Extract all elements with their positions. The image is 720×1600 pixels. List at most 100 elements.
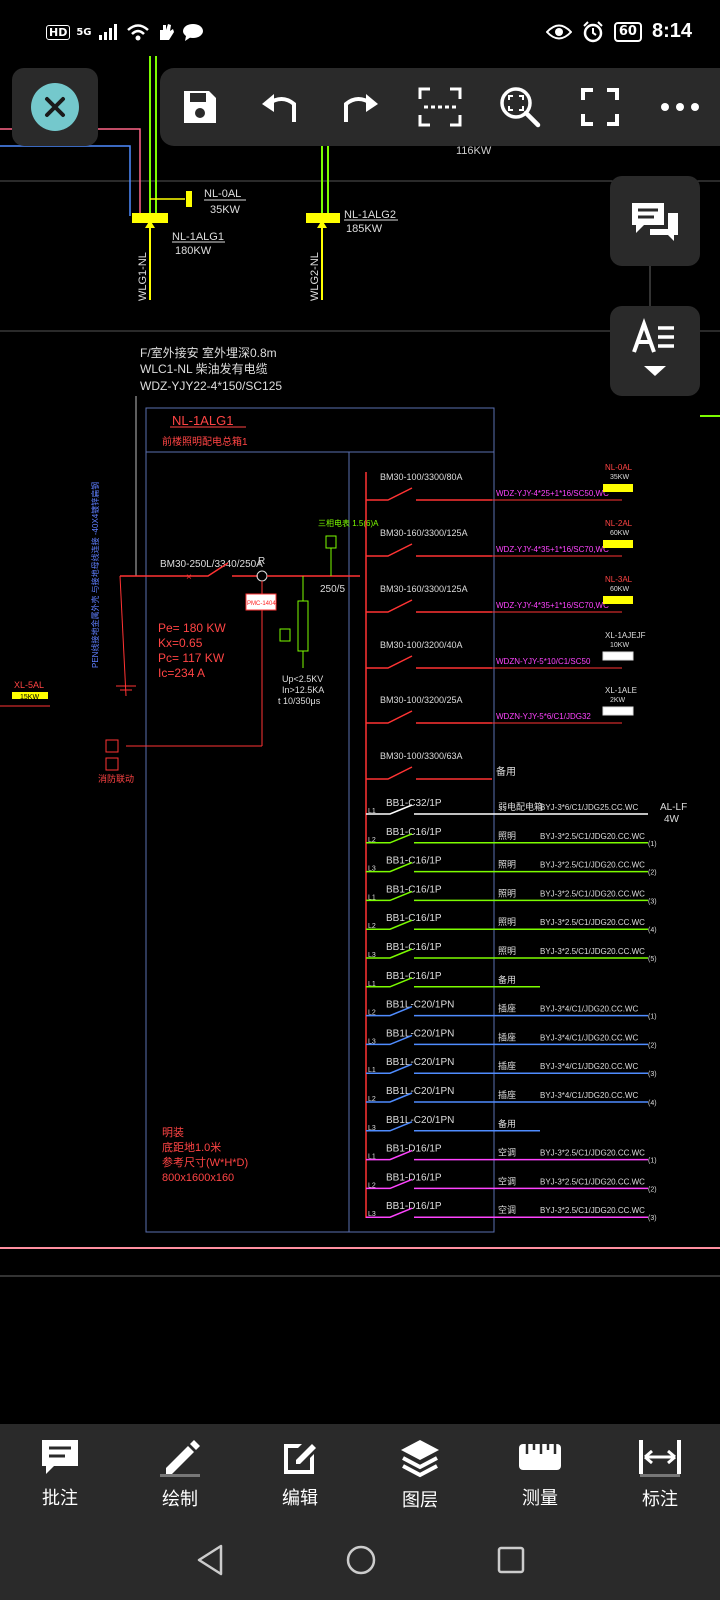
branch-cable-label: BYJ-3*2.5/C1/JDG20.CC.WC (540, 1206, 645, 1215)
branch-line (366, 1178, 648, 1190)
branch-line (366, 1149, 648, 1161)
branch-cable-label: BYJ-3*2.5/C1/JDG20.CC.WC (540, 947, 645, 956)
xl-5al-kw: 15KW (20, 694, 39, 701)
status-left: HD 5G (46, 22, 204, 42)
wlg2-label: WLG2-NL (309, 252, 321, 301)
edit-icon (284, 1444, 316, 1474)
branch-breaker-label: BB1-D16/1P (386, 1201, 442, 1212)
tool-dimension[interactable]: 标注 (600, 1424, 720, 1520)
branch-phase-label: L3 (368, 1211, 376, 1218)
branch-cable-label: BYJ-3*4/C1/JDG20.CC.WC (540, 1005, 638, 1014)
branch-use-label: 照明 (498, 831, 516, 841)
text-style-icon (632, 318, 674, 376)
layers-icon (401, 1440, 439, 1478)
more-button[interactable] (649, 76, 711, 138)
circuit-dest-box (602, 651, 634, 661)
comments-button[interactable] (610, 176, 700, 266)
load-kx: Kx=0.65 (158, 636, 203, 650)
back-icon[interactable] (195, 1544, 225, 1576)
circuit-dest-box (603, 596, 633, 604)
branch-line (366, 1092, 648, 1103)
save-icon (184, 91, 216, 123)
frame-icon (418, 87, 462, 127)
branch-phase-label: L1 (368, 1067, 376, 1074)
circuit-cable-label: WDZ-YJY-4*35+1*16/SC70,WC (496, 545, 609, 554)
spd-spec-2: In>12.5KA (282, 685, 324, 695)
circuit-cable-label: WDZ-YJY-4*25+1*16/SC50,WC (496, 489, 609, 498)
branch-end-label: (4) (648, 1100, 657, 1107)
branch-phase-label: L3 (368, 952, 376, 959)
tool-layers[interactable]: 图层 (360, 1424, 480, 1520)
nl-1alg2-kw: 185KW (346, 223, 383, 235)
branch-phase-label: L2 (368, 923, 376, 930)
svg-text:R: R (258, 556, 265, 567)
zoom-window-button[interactable] (489, 76, 551, 138)
load-pe: Pe= 180 KW (158, 621, 226, 635)
fullscreen-button[interactable] (569, 76, 631, 138)
tool-draw[interactable]: 绘制 (120, 1424, 240, 1520)
spd-spec-1: Up<2.5KV (282, 674, 323, 684)
branch-end-label: (1) (648, 841, 657, 848)
branch-use-label: 插座 (498, 1031, 516, 1042)
save-button[interactable] (169, 76, 231, 138)
branch-phase-label: L2 (368, 837, 376, 844)
circuit-dest-box (603, 540, 633, 548)
branch-breaker-label: BB1L-C20/1PN (386, 1086, 454, 1097)
branch-use-label: 空调 (498, 1175, 516, 1186)
branch-breaker-label: BB1L-C20/1PN (386, 1057, 454, 1068)
tool-edit[interactable]: 编辑 (240, 1424, 360, 1520)
zoom-window-icon (500, 87, 541, 128)
branch-cable-label: BYJ-3*2.5/C1/JDG20.CC.WC (540, 832, 645, 841)
tool-annotate-label: 批注 (42, 1488, 78, 1509)
frame-button[interactable] (409, 76, 471, 138)
fire-label: 消防联动 (98, 773, 134, 784)
branch-line (366, 1121, 540, 1132)
branch-breaker-label: BB1L-C20/1PN (386, 1000, 454, 1011)
alarm-icon (583, 20, 603, 42)
circuit-line (366, 487, 492, 501)
hd-badge: HD (46, 24, 71, 40)
tool-edit-label: 编辑 (282, 1488, 318, 1509)
branch-cable-label: BYJ-3*4/C1/JDG20.CC.WC (540, 1062, 638, 1071)
nl-0al-label: NL-0AL (204, 188, 241, 200)
branch-end-label: (1) (648, 1158, 657, 1165)
spd-label: 三相电表 1.5(6)A (318, 518, 379, 528)
branch-cable-label: BYJ-3*2.5/C1/JDG20.CC.WC (540, 861, 645, 870)
close-panel (12, 68, 98, 146)
nl-1alg1-label: NL-1ALG1 (172, 231, 224, 243)
drawing-canvas[interactable]: 116KW NL-0AL 35KW NL-1ALG1 180KW NL-1ALG… (0, 56, 720, 1424)
text-style-button[interactable] (610, 306, 700, 396)
tool-measure[interactable]: 测量 (480, 1424, 600, 1520)
recents-icon[interactable] (497, 1546, 525, 1574)
svg-text:×: × (186, 572, 192, 583)
branch-phase-label: L3 (368, 1038, 376, 1045)
nl-0al-kw: 35KW (210, 204, 241, 216)
branch-cable-label: BYJ-3*4/C1/JDG20.CC.WC (540, 1091, 638, 1100)
branch-use-label: 插座 (498, 1089, 516, 1100)
redo-button[interactable] (329, 76, 391, 138)
branch-breaker-label: BB1-D16/1P (386, 1144, 442, 1155)
comments-icon (632, 203, 678, 241)
undo-button[interactable] (249, 76, 311, 138)
tool-annotate[interactable]: 批注 (0, 1424, 120, 1520)
circuit-dest-label: NL-2AL (605, 519, 633, 528)
circuit-dest-box (603, 484, 633, 492)
branch-line (366, 890, 648, 902)
load-ic: Ic=234 A (158, 666, 205, 680)
chat-bubble-icon (182, 24, 203, 41)
branch-line (366, 919, 648, 930)
branch-line (366, 833, 648, 844)
home-icon[interactable] (345, 1544, 377, 1576)
close-button[interactable] (31, 83, 79, 131)
branch-use-label: 照明 (498, 860, 516, 870)
undo-icon (262, 94, 296, 122)
branch-use-label: 照明 (498, 946, 516, 956)
circuit-breaker-label: BM30-100/3300/63A (380, 751, 463, 761)
more-icon (661, 103, 699, 111)
branch-end-label: (1) (648, 1014, 657, 1021)
fullscreen-icon (581, 88, 619, 126)
circuit-breaker-label: BM30-100/3200/40A (380, 640, 463, 650)
ct-label: 250/5 (320, 584, 345, 595)
branch-phase-label: L2 (368, 1182, 376, 1189)
